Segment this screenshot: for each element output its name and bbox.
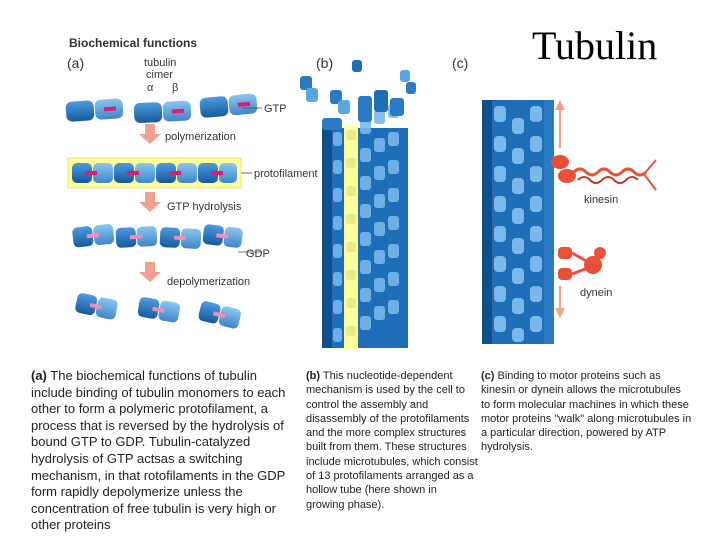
gdp-protofilament [72,224,243,249]
tubulin-figure: Biochemical functions (a) (b) (c) tubuli… [65,36,657,350]
polymerization-arrow [139,124,161,144]
caption-panel-a: (a) The biochemical functions of tubulin… [31,368,293,534]
caption-c-text: Binding to motor proteins such as kinesi… [481,370,692,454]
dimer-label: cimer [146,69,173,81]
panel-b-letter: (b) [316,55,333,71]
depolymerization-arrow [139,262,161,282]
figure-heading: Biochemical functions [69,36,197,50]
gdp-label: GDP [246,248,270,260]
panel-c-letter: (c) [452,55,468,71]
hydrolysis-arrow [139,192,161,212]
protofilament-label: protofilament [254,168,318,180]
tubulin-label: tubulin [144,57,176,69]
caption-panel-c: (c) Binding to motor proteins such as ki… [481,369,693,455]
alpha-label: α [147,82,154,94]
caption-b-text: This nucleotide-dependent mechanism is u… [306,370,478,511]
hydrolysis-label: GTP hydrolysis [167,201,242,213]
kinesin-label: kinesin [584,194,618,206]
depolymerization-label: depolymerization [167,276,250,288]
gtp-label: GTP [264,103,287,115]
caption-c-label: (c) [481,370,495,382]
beta-label: β [172,82,178,94]
protofilament [72,163,237,183]
slide-title: Tubulin [532,23,658,68]
dynein-label: dynein [580,287,612,299]
free-dimers [65,93,258,124]
caption-a-label: (a) [31,368,47,383]
direction-arrows [555,100,565,318]
kinesin-motor [551,155,657,191]
microtubule-with-motors [482,100,554,344]
caption-a-text: The biochemical functions of tubulin inc… [31,368,286,533]
caption-panel-b: (b) This nucleotide-dependent mechanism … [306,369,478,512]
caption-b-label: (b) [306,370,321,382]
panel-a-letter: (a) [67,55,84,71]
microtubule-growing [300,60,416,350]
polymerization-label: polymerization [165,131,236,143]
free-gdp-dimers [75,293,242,329]
dynein-motor [558,247,606,280]
